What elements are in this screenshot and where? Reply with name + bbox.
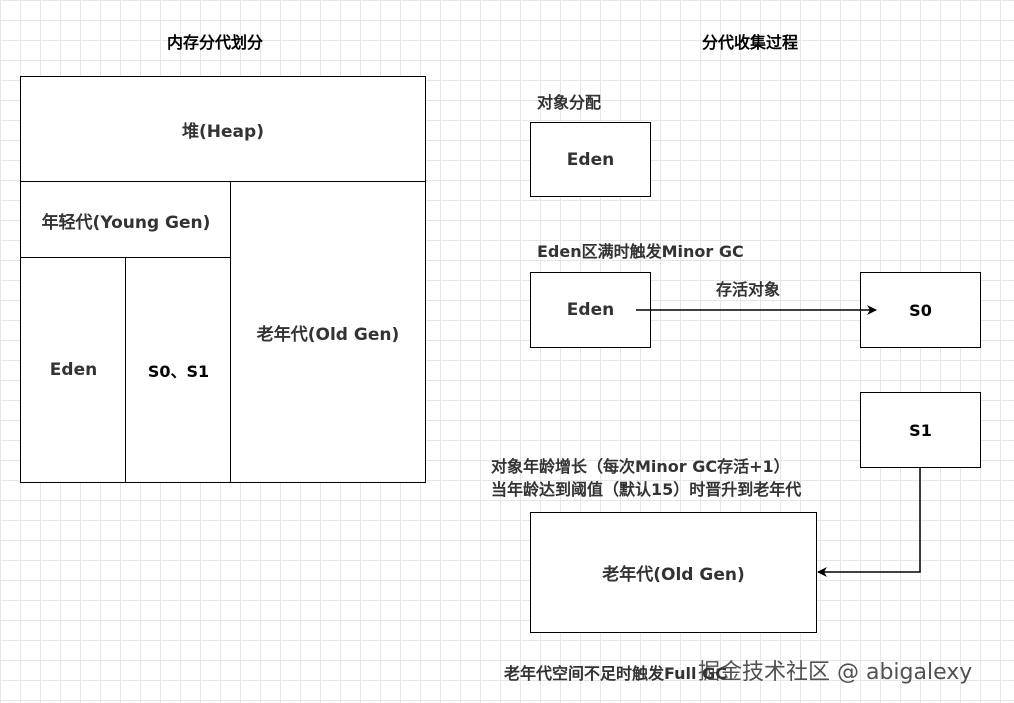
- heap-box: 堆(Heap): [20, 76, 426, 183]
- age-increase-caption-line2: 当年龄达到阈值（默认15）时晋升到老年代: [491, 480, 802, 499]
- full-gc-caption: 老年代空间不足时触发Full GC: [504, 664, 727, 683]
- old-gen-region-label: 老年代(Old Gen): [256, 324, 400, 345]
- s1-to-old-gen-arrow: [817, 468, 921, 577]
- left-panel-title: 内存分代划分: [167, 33, 264, 52]
- eden-label-allocation: Eden: [566, 149, 615, 170]
- heap-label: 堆(Heap): [182, 122, 264, 142]
- eden-region-label: Eden: [49, 360, 98, 380]
- old-gen-region-box: 老年代(Old Gen): [230, 181, 426, 483]
- s1-box: S1: [860, 392, 981, 468]
- old-gen-label-process: 老年代(Old Gen): [602, 565, 745, 585]
- surviving-objects-label: 存活对象: [716, 280, 781, 299]
- survivor-region-box: S0、S1: [125, 257, 232, 483]
- old-gen-box-process: 老年代(Old Gen): [530, 512, 817, 633]
- young-gen-label: 年轻代(Young Gen): [41, 212, 211, 233]
- young-gen-box: 年轻代(Young Gen): [20, 181, 232, 259]
- s1-label: S1: [909, 420, 932, 440]
- object-allocation-caption: 对象分配: [537, 93, 602, 112]
- eden-label-minor-gc: Eden: [566, 300, 615, 320]
- eden-box-allocation: Eden: [530, 122, 651, 197]
- s0-label: S0: [909, 300, 932, 320]
- watermark: 掘金技术社区 @ abigalexy: [698, 660, 973, 685]
- age-increase-caption-line1: 对象年龄增长（每次Minor GC存活+1）: [491, 457, 790, 476]
- survivor-region-label: S0、S1: [147, 362, 210, 381]
- eden-box-minor-gc: Eden: [530, 272, 651, 348]
- eden-region-box: Eden: [20, 257, 127, 483]
- s0-box: S0: [860, 272, 981, 348]
- right-panel-title: 分代收集过程: [702, 33, 799, 52]
- minor-gc-caption: Eden区满时触发Minor GC: [537, 242, 744, 261]
